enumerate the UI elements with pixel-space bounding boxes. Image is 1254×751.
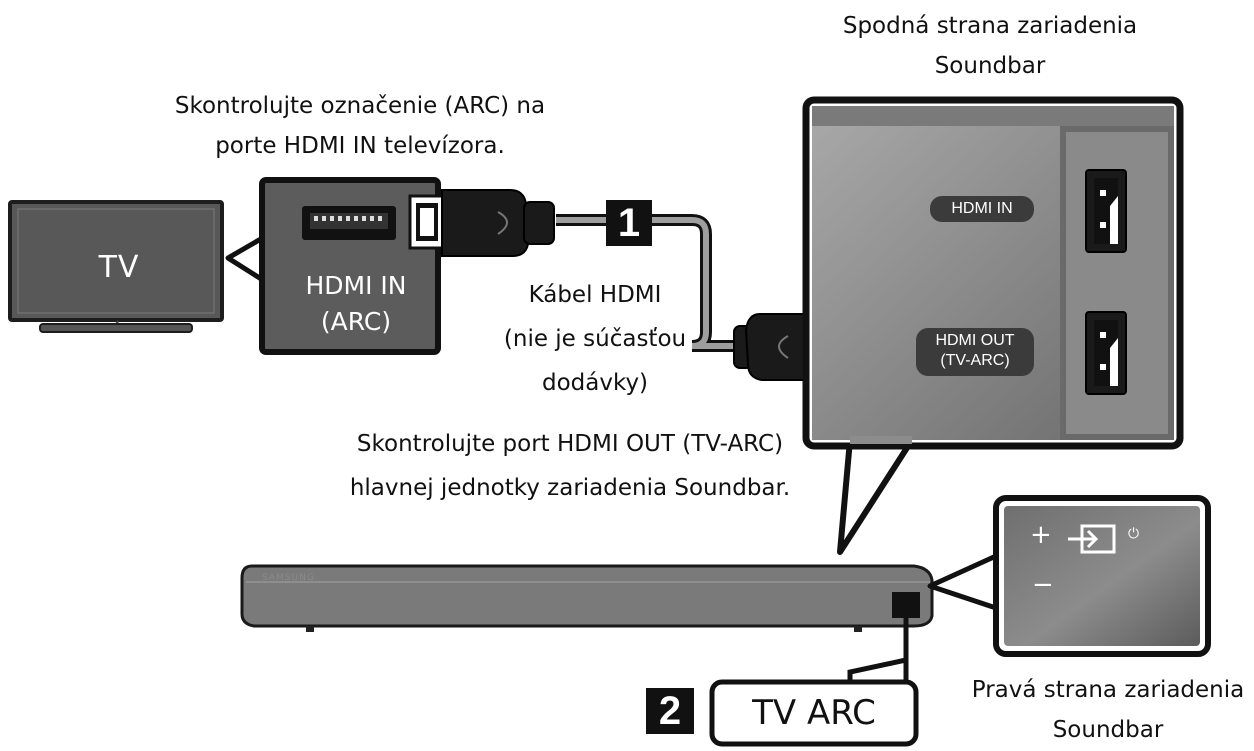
tv-port-check-caption: Skontrolujte označenie (ARC) na porte HD… [140,86,580,166]
hdmi-cable-caption: Kábel HDMI (nie je súčasťou dodávky) [470,273,720,405]
volume-up-icon: + [1030,520,1052,550]
brand-logo: SAMSUNG [262,573,315,583]
source-icon [1068,524,1116,554]
cable-line2: (nie je súčasťou [503,326,687,352]
soundbar-port-check-line2: hlavnej jednotky zariadenia Soundbar. [349,475,791,501]
soundbar-bottom-callout [802,96,1184,555]
tv-arc-indicator-label: TV ARC [752,693,876,733]
step-1-badge: 1 [606,200,652,246]
tv-port-callout [225,177,441,355]
power-icon: ⏻ [1128,526,1140,542]
cable-line3: dodávky) [541,370,649,396]
tv-illustration [8,200,224,333]
right-side-line1: Pravá strana zariadenia [971,677,1245,703]
volume-down-icon: − [1032,570,1054,600]
tv-arc-callout [709,618,919,747]
soundbar-port-check-caption: Skontrolujte port HDMI OUT (TV-ARC) hlav… [270,422,870,510]
soundbar-port-check-line1: Skontrolujte port HDMI OUT (TV-ARC) [356,431,784,457]
tv-port-check-line2: porte HDMI IN televízora. [215,133,505,159]
tv-port-line1: HDMI IN [305,271,407,300]
right-side-line2: Soundbar [1052,717,1164,743]
tv-label: TV [98,250,140,285]
bottom-side-line2: Soundbar [934,53,1046,79]
bottom-side-caption: Spodná strana zariadenia Soundbar [800,6,1180,86]
hdmi-plug-tv-side [408,189,555,257]
tv-port-line2: (ARC) [320,307,392,336]
cable-line1: Kábel HDMI [528,282,662,308]
right-side-caption: Pravá strana zariadenia Soundbar [962,670,1254,750]
soundbar-right-side-callout [927,495,1211,657]
hdmi-cable [556,214,758,352]
hdmi-out-line1: HDMI OUT [935,332,1015,349]
soundbar-illustration [240,564,934,632]
soundbar-hdmi-in-label: HDMI IN [930,196,1034,222]
step-2-badge: 2 [646,688,694,734]
hdmi-out-line2: (TV-ARC) [940,352,1010,369]
tv-port-check-line1: Skontrolujte označenie (ARC) na [174,93,546,119]
bottom-side-line1: Spodná strana zariadenia [842,13,1138,39]
soundbar-hdmi-out-label: HDMI OUT (TV-ARC) [916,328,1034,376]
tv-hdmi-arc-port-label: HDMI IN (ARC) [284,268,428,340]
